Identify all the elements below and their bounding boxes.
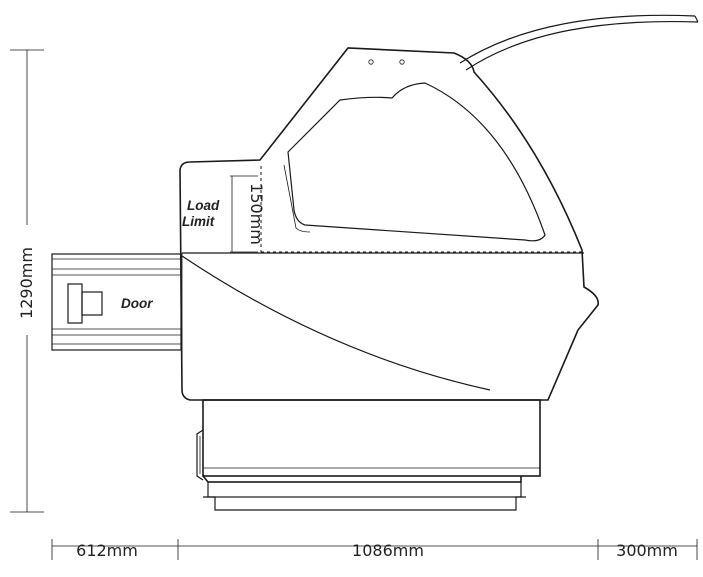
- width-left-label: 612mm: [76, 541, 138, 560]
- top-hole-left: [368, 59, 374, 65]
- door-frame: [51, 253, 182, 351]
- base-foot: [203, 496, 526, 511]
- door-label: Door: [121, 296, 153, 311]
- width-dimensions: 612mm 1086mm 300mm: [51, 539, 698, 560]
- base-plinth: [207, 481, 522, 498]
- width-right-label: 300mm: [616, 541, 678, 560]
- width-middle-label: 1086mm: [352, 541, 424, 560]
- base-side-bracket: [196, 429, 204, 481]
- load-limit-label-line2: Limit: [182, 214, 215, 229]
- door: Door: [51, 253, 182, 351]
- machine-upper-body: [179, 47, 600, 401]
- machine-base: [196, 399, 541, 511]
- body-curve: [181, 255, 491, 391]
- height-dimension-label: 1290mm: [17, 247, 36, 319]
- load-limit-dimension-label: 150mm: [247, 183, 266, 245]
- upper-body-outline: [179, 47, 600, 401]
- cable-end: [694, 15, 699, 23]
- load-limit-marker: 150mm Load Limit: [182, 166, 582, 253]
- door-handle-plate: [67, 283, 83, 324]
- base-lip: [202, 475, 522, 483]
- power-cable: [459, 14, 699, 71]
- top-hole-right: [399, 59, 405, 65]
- cable-upper-edge: [459, 14, 696, 64]
- window-inner-edge: [283, 164, 311, 233]
- window-outline: [287, 82, 546, 242]
- cable-lower-edge: [465, 21, 699, 71]
- base-upper-block: [202, 399, 541, 477]
- door-handle-grip: [81, 291, 103, 316]
- load-limit-label-line1: Load: [187, 198, 220, 213]
- height-dimension: 1290mm: [10, 49, 44, 513]
